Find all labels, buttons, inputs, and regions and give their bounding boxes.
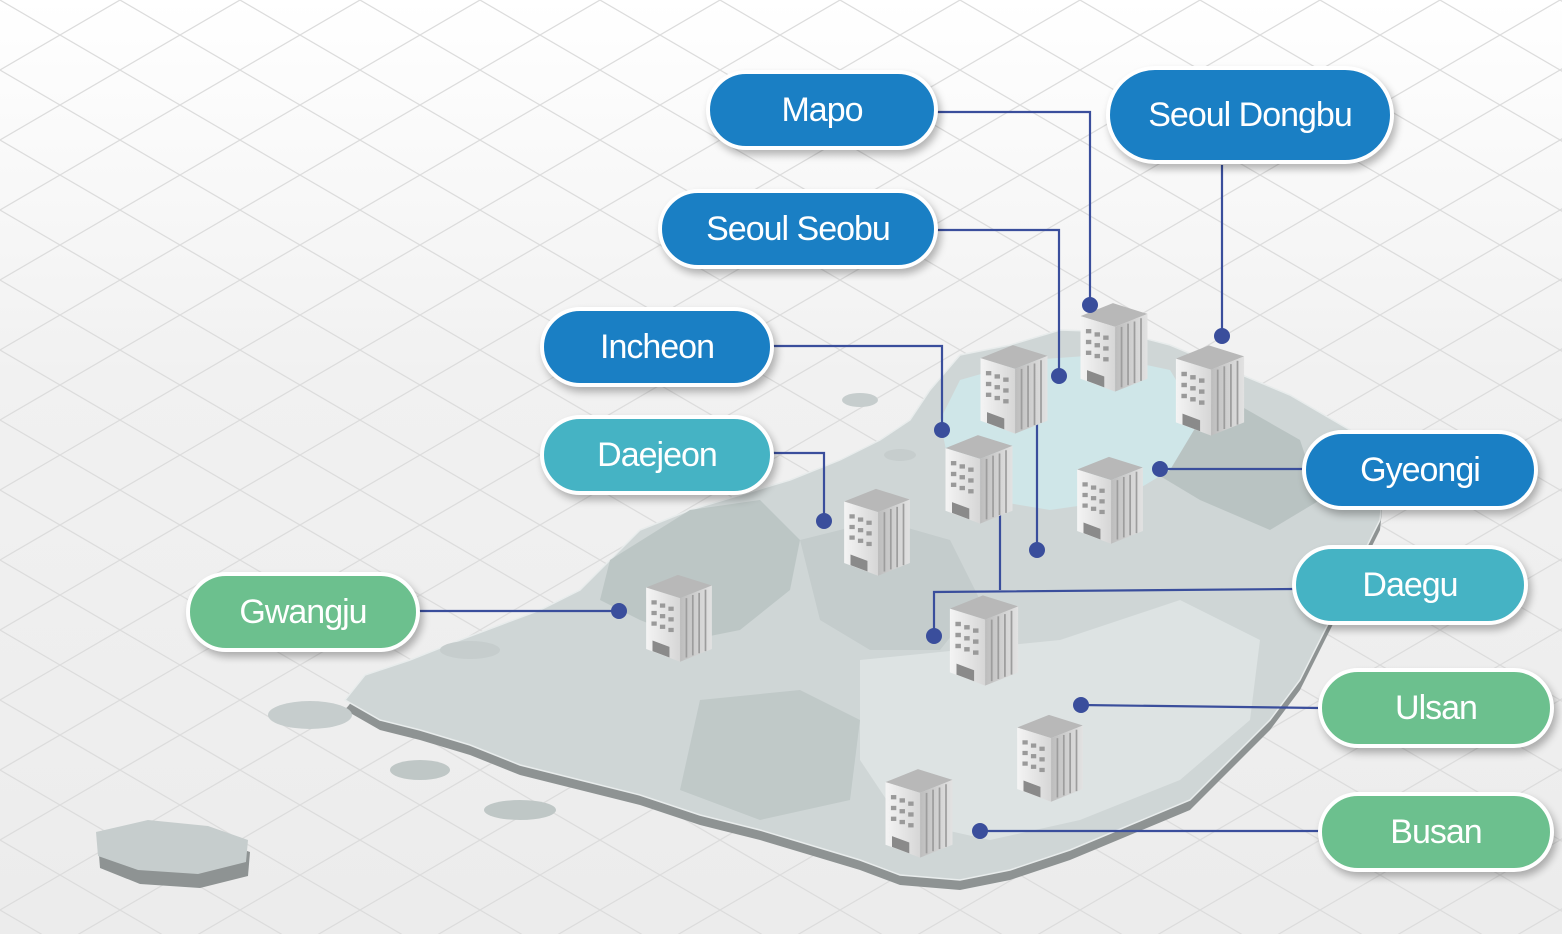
location-dot-ulsan: [1073, 697, 1089, 713]
office-label-daejeon[interactable]: Daejeon: [540, 415, 774, 495]
location-dot-gyeongi: [1152, 461, 1168, 477]
office-label-busan[interactable]: Busan: [1318, 792, 1554, 872]
location-dot-gwangju: [611, 603, 627, 619]
office-label-text: Gyeongi: [1360, 450, 1481, 489]
office-label-daegu[interactable]: Daegu: [1292, 545, 1528, 625]
office-label-gwangju[interactable]: Gwangju: [186, 572, 420, 652]
office-label-text: Gwangju: [239, 592, 367, 631]
location-dot-busan: [972, 823, 988, 839]
location-dot-extra: [1029, 542, 1045, 558]
office-label-ulsan[interactable]: Ulsan: [1318, 668, 1554, 748]
location-dot-daejeon: [816, 513, 832, 529]
connector-daejeon: [773, 451, 826, 521]
office-label-text: Busan: [1390, 812, 1482, 851]
office-building-icon: [1076, 455, 1144, 545]
office-building-icon: [948, 594, 1020, 687]
office-label-gyeongi[interactable]: Gyeongi: [1302, 430, 1538, 510]
location-dot-mapo: [1082, 297, 1098, 313]
location-dots: [611, 297, 1230, 839]
office-label-incheon[interactable]: Incheon: [540, 307, 774, 387]
connector-mapo: [937, 110, 1092, 305]
office-label-text: Ulsan: [1395, 688, 1478, 727]
office-building-icon: [843, 487, 911, 577]
office-label-seoul-seobu[interactable]: Seoul Seobu: [658, 189, 938, 269]
location-dot-incheon: [934, 422, 950, 438]
location-dot-seoul-dongbu: [1214, 328, 1230, 344]
office-label-text: Daegu: [1362, 565, 1458, 604]
office-building-icon: [1079, 302, 1149, 393]
location-dot-seoul-seobu: [1051, 368, 1067, 384]
office-label-text: Seoul Dongbu: [1148, 95, 1353, 134]
office-building-icon: [1174, 344, 1246, 437]
office-label-text: Incheon: [600, 327, 715, 366]
connector-daegu: [932, 587, 1295, 636]
office-building-icon: [944, 434, 1014, 525]
office-building-icon: [884, 768, 954, 859]
office-label-text: Mapo: [781, 90, 863, 129]
location-dot-daegu: [926, 628, 942, 644]
office-building-icon: [645, 573, 713, 663]
office-building-icon: [1016, 713, 1084, 803]
office-label-text: Daejeon: [597, 435, 718, 474]
connector-seoul-seobu: [937, 228, 1061, 375]
connector-ulsan: [1080, 703, 1321, 710]
office-building-icon: [979, 344, 1049, 435]
office-label-mapo[interactable]: Mapo: [706, 70, 938, 150]
office-label-seoul-dongbu[interactable]: Seoul Dongbu: [1106, 66, 1394, 164]
office-label-text: Seoul Seobu: [706, 209, 891, 248]
connector-incheon: [773, 344, 944, 430]
